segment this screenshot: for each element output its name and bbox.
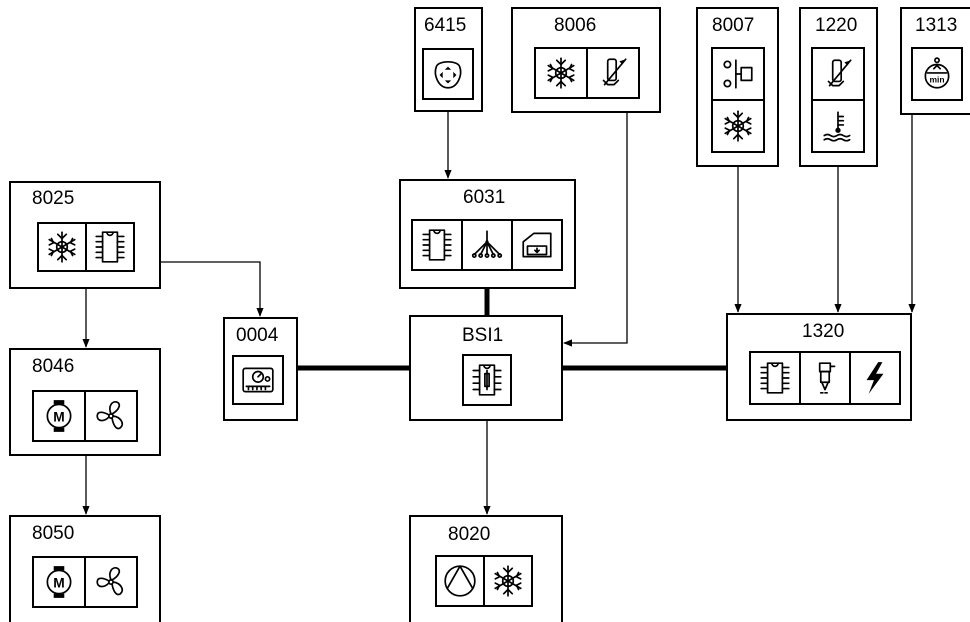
component-6031[interactable]: 6031	[399, 179, 576, 289]
component-1313[interactable]: 1313	[900, 7, 970, 115]
component-8006[interactable]: 8006	[511, 7, 661, 113]
component-8025[interactable]: 8025	[9, 181, 161, 289]
component-label: 8020	[448, 524, 490, 545]
component-label: 1320	[802, 321, 844, 342]
component-label: 8050	[32, 523, 74, 544]
component-6415[interactable]: 6415	[414, 7, 483, 112]
component-8007[interactable]: 8007	[696, 7, 779, 167]
component-label: 8025	[32, 188, 74, 209]
component-0004[interactable]: 0004	[223, 317, 298, 421]
component-label: BSI1	[462, 325, 503, 346]
component-label: 8006	[554, 15, 596, 36]
component-8046[interactable]: 8046	[9, 348, 161, 456]
component-BSI1[interactable]: BSI1	[409, 315, 563, 421]
wire-8025-0004	[160, 261, 264, 317]
component-label: 8007	[712, 15, 754, 36]
component-label: 1220	[815, 15, 857, 36]
component-label: 6415	[424, 15, 466, 36]
component-1320[interactable]: 1320	[726, 313, 912, 421]
component-label: 8046	[32, 356, 74, 377]
component-label: 1313	[915, 15, 957, 36]
component-1220[interactable]: 1220	[799, 7, 878, 167]
component-label: 6031	[463, 187, 505, 208]
wire-8006-bsi1	[563, 112, 628, 347]
component-8020[interactable]: 8020	[409, 515, 563, 622]
thick-bus-lines	[297, 288, 727, 371]
component-label: 0004	[236, 325, 279, 346]
component-8050[interactable]: 8050	[9, 515, 161, 622]
signal-wires	[82, 111, 916, 515]
